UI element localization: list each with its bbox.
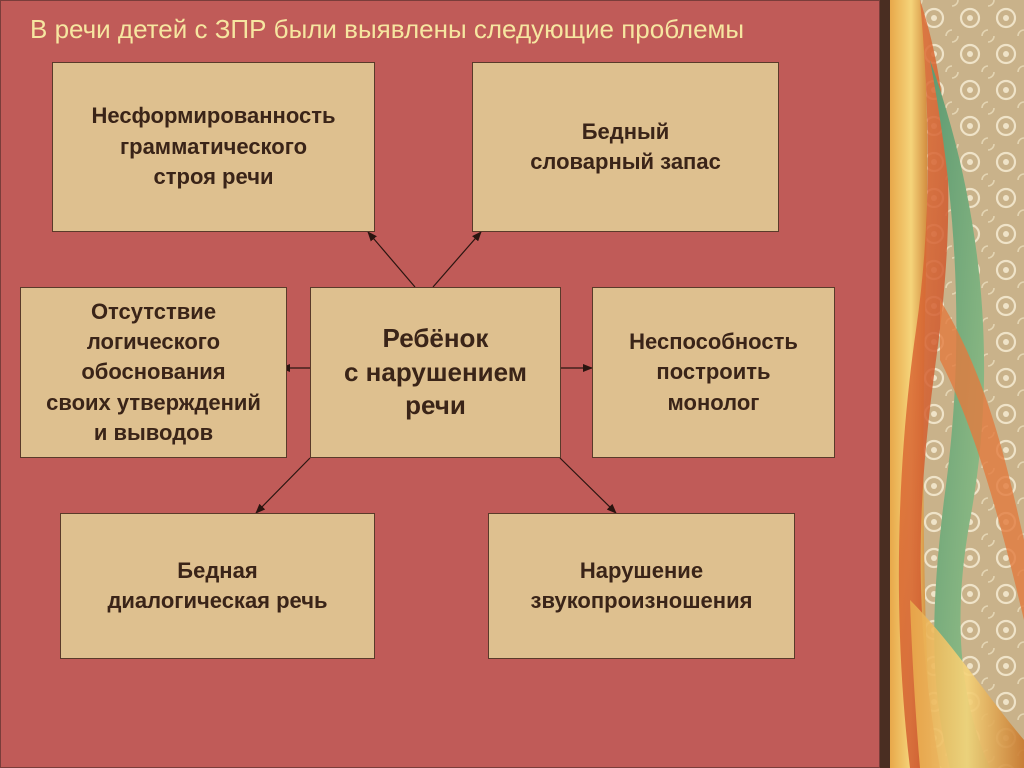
node-monologue: Неспособность построить монолог (592, 287, 835, 458)
decorative-side-panel (880, 0, 1024, 768)
node-dialogue: Бедная диалогическая речь (60, 513, 375, 659)
node-center: Ребёнок с нарушением речи (310, 287, 561, 458)
connector-arrows (255, 231, 617, 514)
arrow-to-grammar (367, 231, 416, 288)
decorative-ribbon-image (880, 0, 1024, 768)
slide: В речи детей с ЗПР были выявлены следующ… (0, 0, 880, 768)
node-pronunciation: Нарушение звукопроизношения (488, 513, 795, 659)
node-grammar: Несформированность грамматического строя… (52, 62, 375, 232)
node-logic: Отсутствие логического обоснования своих… (20, 287, 287, 458)
node-vocabulary: Бедный словарный запас (472, 62, 779, 232)
arrow-to-pronunciation (559, 457, 617, 514)
slide-title: В речи детей с ЗПР были выявлены следующ… (30, 14, 745, 44)
arrow-to-vocabulary (432, 231, 482, 288)
arrow-to-dialogue (255, 457, 311, 514)
